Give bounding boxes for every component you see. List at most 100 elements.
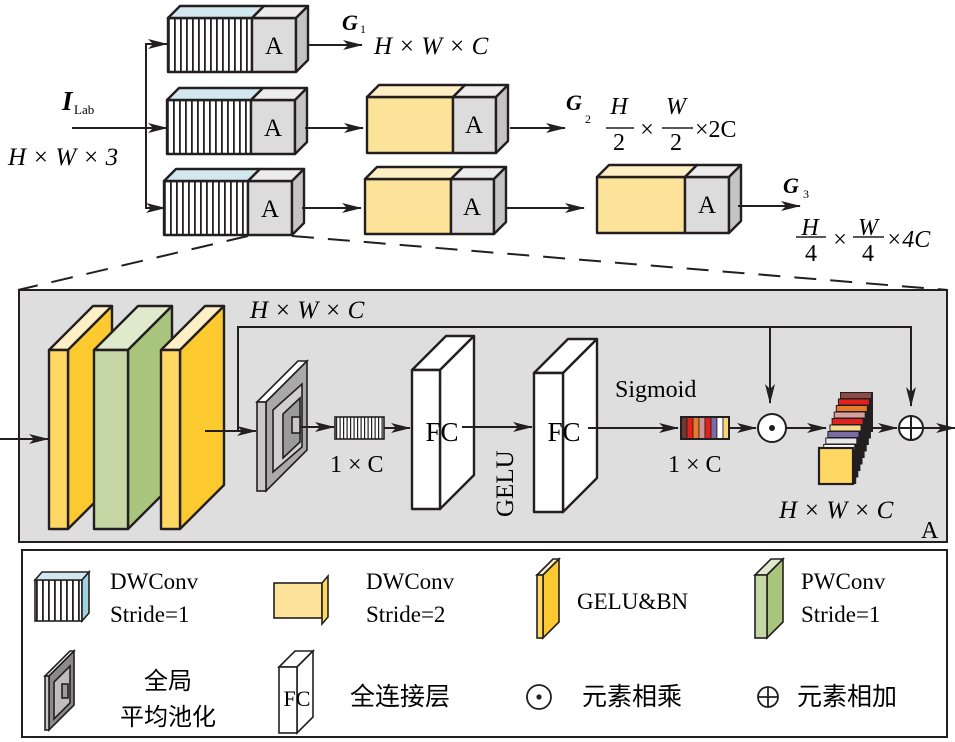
feature-map-slice — [834, 412, 865, 418]
g3-shape: H 4 × W 4 ×4C — [796, 215, 931, 267]
feature-map-slice — [828, 432, 859, 437]
legend-label: PWConv — [801, 569, 886, 594]
feature-map-slice — [838, 399, 869, 405]
feature-map-slice — [832, 419, 863, 424]
fc-layer-icon: FC — [277, 649, 315, 735]
dwconv-stride1-icon — [33, 569, 91, 624]
feature-map-slice — [830, 425, 861, 431]
skip-shape-label: H × W × C — [249, 297, 365, 324]
legend-label: 全连接层 — [350, 683, 450, 711]
frac-den: 2 — [670, 130, 682, 156]
g1-symbol: G — [342, 10, 358, 35]
fc1-label: FC — [425, 417, 458, 447]
input-subscript: Lab — [74, 102, 94, 117]
legend-label: 全局 — [144, 668, 192, 695]
output-shape-label: H × W × C — [778, 497, 894, 524]
weight-cell — [716, 416, 724, 440]
frac-den: 2 — [613, 130, 625, 156]
legend-item-global-avg-pool: 全局 平均池化 — [43, 649, 216, 732]
block-a-label: A — [261, 196, 279, 223]
feature-map-slice — [826, 438, 857, 444]
shape-suffix: ×2C — [695, 117, 737, 143]
dwconv-block — [165, 86, 265, 156]
weight-cell — [698, 416, 706, 440]
block-a-label: A — [465, 112, 483, 139]
g2-symbol: G — [566, 90, 582, 115]
weight-cell — [704, 416, 712, 440]
g1-subscript: 1 — [360, 22, 366, 36]
channel-weights-vector — [680, 416, 730, 440]
frac-num: H — [609, 94, 629, 120]
sigmoid-label: Sigmoid — [615, 377, 696, 403]
dwconv-stride2-block — [365, 83, 467, 155]
pwconv-layer — [92, 304, 174, 531]
frac-den: 4 — [862, 241, 874, 267]
dwconv-block — [166, 4, 266, 74]
elementwise-add-node — [898, 415, 924, 441]
reweighted-feature-maps — [817, 392, 873, 486]
fc2-label: FC — [547, 417, 580, 447]
legend-label: Stride=1 — [110, 602, 189, 627]
g3-subscript: 3 — [803, 187, 809, 201]
pipeline: I Lab H × W × 3 A G 1 H × W × C — [7, 4, 949, 291]
elementwise-multiply-node — [757, 413, 787, 443]
legend-label: 元素相乘 — [582, 683, 682, 711]
attention-block-a: A — [250, 4, 310, 74]
global-avg-pool-block — [255, 359, 309, 493]
dwconv-block — [162, 167, 262, 237]
legend: DWConv Stride=1 DWConv Stride=2 GELU&BN — [21, 549, 948, 738]
legend-label: GELU&BN — [577, 589, 689, 614]
attention-block-a: A — [249, 86, 309, 156]
zoom-guide-right — [291, 235, 949, 291]
front-feature-map — [817, 446, 855, 486]
legend-item-fc: FC 全连接层 — [277, 649, 450, 735]
weight-cell — [692, 416, 700, 440]
block-a-label: A — [698, 192, 716, 219]
attention-block-a: A — [451, 83, 510, 155]
g3-symbol: G — [783, 173, 799, 198]
feature-map-slice — [841, 393, 871, 398]
legend-label: 平均池化 — [120, 704, 216, 731]
weight-cell — [686, 416, 694, 440]
dwconv-stride2-block — [363, 165, 465, 236]
zoom-guide-left — [17, 235, 249, 291]
legend-item-multiply: 元素相乘 — [526, 683, 682, 711]
legend-label: DWConv — [110, 569, 199, 594]
block-a-label: A — [463, 194, 481, 221]
global-avg-pool-icon — [43, 649, 76, 732]
feature-map-slice — [836, 406, 867, 411]
attention-block-a: A — [246, 167, 306, 237]
legend-item-pwconv: PWConv Stride=1 — [753, 557, 886, 640]
block-a-label: A — [265, 33, 283, 60]
dwconv-stride2-icon — [273, 573, 329, 627]
times-sign: × — [640, 117, 654, 143]
row-3: A A A — [162, 163, 931, 267]
fc-icon-text: FC — [284, 686, 311, 711]
legend-label: DWConv — [366, 569, 455, 594]
row-2: A A G 2 H 2 × W 2 — [165, 83, 737, 156]
residual-skip-path — [237, 326, 916, 430]
g1-shape: H × W × C — [373, 33, 489, 60]
weight-cell — [710, 416, 718, 440]
legend-item-dwconv-stride2: DWConv Stride=2 — [273, 569, 455, 627]
elementwise-multiply-icon — [526, 684, 552, 710]
times-sign: × — [833, 227, 847, 253]
gelu-bn-layer — [159, 304, 226, 531]
frac-den: 4 — [805, 241, 817, 267]
pool-out-shape: 1 × C — [330, 452, 384, 478]
g2-shape: H 2 × W 2 ×2C — [606, 94, 737, 156]
frac-num: W — [666, 94, 688, 120]
legend-item-gelu-bn: GELU&BN — [535, 557, 689, 640]
row-1: A G 1 H × W × C — [166, 4, 489, 74]
frac-num: H — [800, 215, 820, 241]
attention-block-a: A — [449, 165, 508, 236]
legend-box — [21, 549, 948, 738]
frac-num: W — [858, 215, 880, 241]
shape-suffix: ×4C — [886, 227, 931, 253]
fc-layer-2: FC — [532, 337, 599, 514]
sigmoid-out-shape: 1 × C — [668, 452, 722, 478]
fc-layer-1: FC — [410, 334, 476, 511]
input-label: I Lab H × W × 3 — [7, 86, 118, 171]
module-a-detail-panel: H × W × C 1 × C FC GELU — [0, 289, 955, 544]
